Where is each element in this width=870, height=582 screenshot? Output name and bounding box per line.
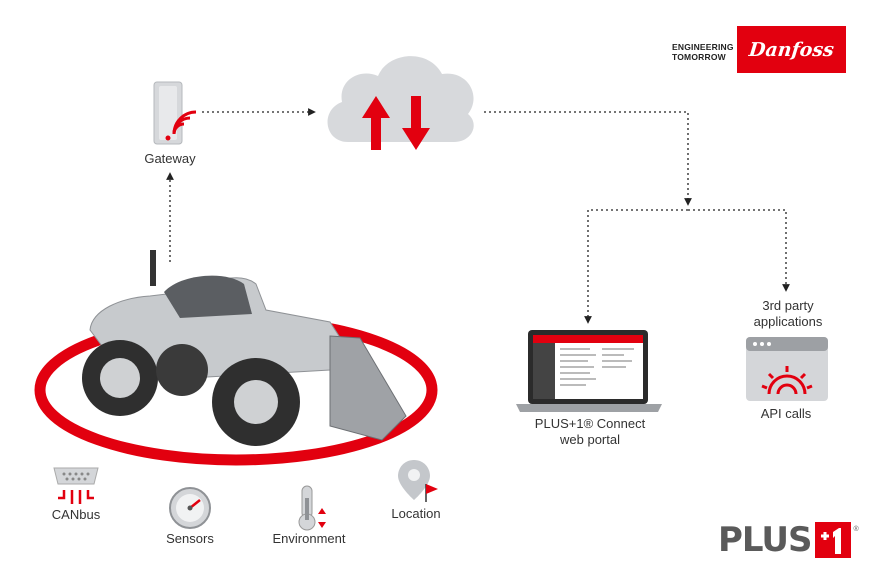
canbus-connector-icon — [53, 467, 99, 504]
plus1-logo: PLUS ® — [718, 520, 859, 560]
gateway-device-icon — [153, 81, 197, 145]
brand-tagline: ENGINEERING TOMORROW — [672, 42, 734, 62]
portal-label-line-1: PLUS+1® Connect — [534, 416, 646, 431]
loader-vehicle-image — [34, 250, 438, 466]
gateway-label: Gateway — [144, 151, 196, 166]
danfoss-logo: Danfoss — [737, 26, 846, 73]
location-label: Location — [391, 506, 441, 521]
thermometer-icon — [298, 485, 326, 531]
gauge-sensor-icon — [169, 487, 211, 529]
plus1-one-icon — [821, 528, 842, 554]
plus1-word: PLUS — [718, 520, 812, 560]
tagline-line-1: ENGINEERING — [672, 42, 734, 52]
api-window-icon — [746, 337, 828, 401]
canbus-label: CANbus — [51, 507, 101, 522]
cloud-icon — [327, 56, 474, 150]
plus1-red-box — [815, 522, 852, 558]
laptop-icon — [516, 330, 662, 412]
cloud-to-split-arrow — [484, 111, 692, 206]
third-party-label-line-2: applications — [753, 314, 823, 329]
up-down-arrows-icon — [362, 96, 430, 150]
api-calls-label: API calls — [760, 406, 812, 421]
tagline-line-2: TOMORROW — [672, 52, 726, 62]
environment-label: Environment — [272, 531, 346, 546]
third-party-label-line-1: 3rd party — [762, 298, 814, 313]
split-to-thirdparty-arrow — [688, 209, 790, 292]
split-to-portal-arrow — [584, 209, 688, 324]
location-pin-icon — [398, 460, 438, 502]
portal-label-line-2: web portal — [560, 432, 620, 447]
portal-label: PLUS+1® Connect web portal — [520, 416, 660, 448]
gear-icon — [761, 366, 813, 395]
plus1-registered: ® — [853, 526, 859, 533]
sensors-label: Sensors — [166, 531, 214, 546]
third-party-label: 3rd party applications — [728, 298, 848, 330]
